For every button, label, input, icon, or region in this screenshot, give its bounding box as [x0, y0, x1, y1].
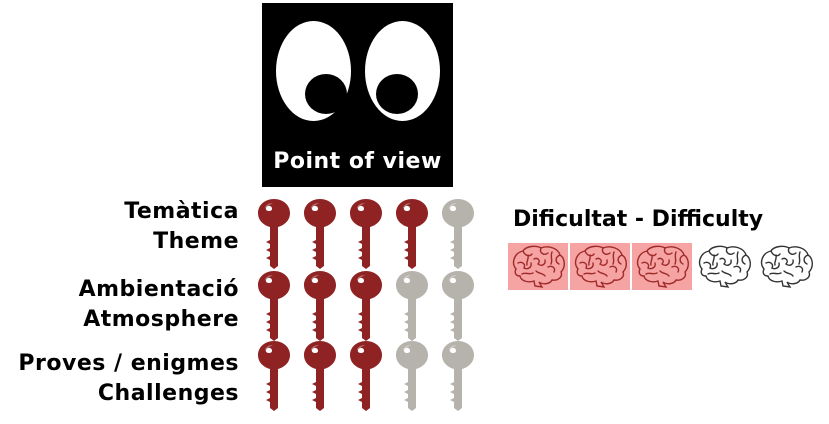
key-icon [394, 340, 430, 412]
key-icon [302, 198, 338, 270]
key-icon [256, 270, 292, 342]
rating-label-atmosphere: Ambientació Atmosphere [79, 275, 239, 335]
rating-keys-theme [256, 198, 476, 270]
point-of-view-logo: Point of view [262, 3, 453, 187]
rating-label-theme: Temàtica Theme [124, 197, 239, 257]
key-icon [348, 340, 384, 412]
brain-icon [756, 243, 816, 290]
key-icon [256, 198, 292, 270]
key-icon [256, 340, 292, 412]
key-icon [348, 270, 384, 342]
brain-icon [508, 243, 568, 290]
brain-icon [570, 243, 630, 290]
key-icon [440, 270, 476, 342]
left-pupil [305, 74, 347, 114]
key-icon [348, 198, 384, 270]
key-icon [394, 270, 430, 342]
difficulty-title: Dificultat - Difficulty [513, 207, 764, 232]
brain-icon [694, 243, 754, 290]
rating-keys-atmosphere [256, 270, 476, 342]
right-eye-icon [365, 21, 440, 121]
key-icon [394, 198, 430, 270]
rating-label-challenges: Proves / enigmes Challenges [18, 349, 239, 409]
rating-label-atmosphere-en: Atmosphere [83, 307, 239, 332]
key-icon [440, 340, 476, 412]
rating-label-atmosphere-ca: Ambientació [78, 277, 239, 302]
rating-label-challenges-ca: Proves / enigmes [18, 351, 239, 376]
logo-label: Point of view [273, 148, 442, 174]
rating-label-theme-ca: Temàtica [124, 199, 239, 224]
key-icon [302, 270, 338, 342]
right-pupil [376, 74, 418, 114]
key-icon [302, 340, 338, 412]
rating-label-theme-en: Theme [153, 229, 239, 254]
rating-keys-challenges [256, 340, 476, 412]
rating-label-challenges-en: Challenges [97, 381, 239, 406]
key-icon [440, 198, 476, 270]
difficulty-brains [508, 243, 818, 291]
brain-icon [632, 243, 692, 290]
left-eye-icon [276, 21, 351, 121]
